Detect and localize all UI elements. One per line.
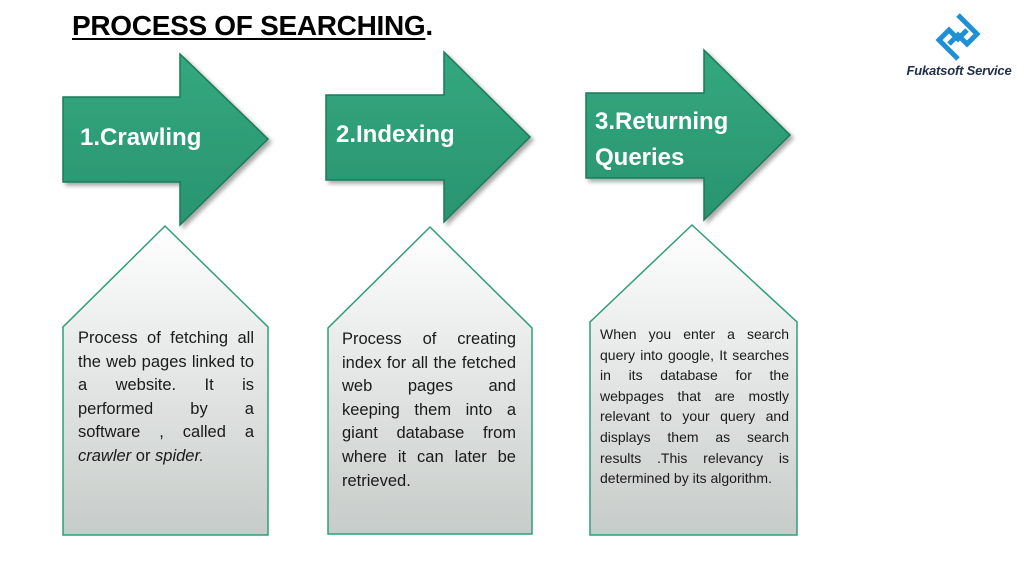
step-1-description: Process of fetching all the web pages li… — [78, 327, 254, 469]
step-1-label: 1.Crawling — [80, 124, 202, 151]
step-1-description-or: or — [131, 446, 156, 465]
step-1-arrow — [62, 52, 270, 227]
slide-title-text: PROCESS OF SEARCHING — [72, 10, 426, 41]
step-2-label: 2.Indexing — [336, 121, 455, 148]
step-1-description-text: Process of fetching all the web pages li… — [78, 329, 254, 442]
diamond-s-logo-icon — [935, 13, 981, 61]
step-2-description-text: Process of creating index for all the fe… — [342, 330, 516, 490]
step-2-description: Process of creating index for all the fe… — [342, 328, 516, 493]
step-3-arrow — [585, 48, 792, 222]
step-2-arrow — [325, 50, 532, 224]
logo-text: Fukatsoft Service — [906, 63, 1012, 78]
step-3-label: 3.Returning Queries — [595, 104, 728, 176]
step-1-term-spider: spider. — [155, 446, 204, 465]
step-3-box — [589, 223, 798, 536]
step-1-term-crawler: crawler — [78, 446, 132, 465]
step-3-label-line1: 3.Returning — [595, 108, 729, 135]
step-2-box — [327, 225, 533, 535]
step-3-description-text: When you enter a search query into googl… — [600, 326, 789, 487]
company-logo: Fukatsoft Service — [900, 12, 1018, 82]
step-1-box — [62, 224, 269, 536]
step-3-description: When you enter a search query into googl… — [600, 324, 789, 489]
slide-title-punct: . — [425, 10, 433, 41]
step-3-label-line2: Queries — [595, 144, 685, 171]
slide-title: PROCESS OF SEARCHING. — [72, 10, 433, 42]
